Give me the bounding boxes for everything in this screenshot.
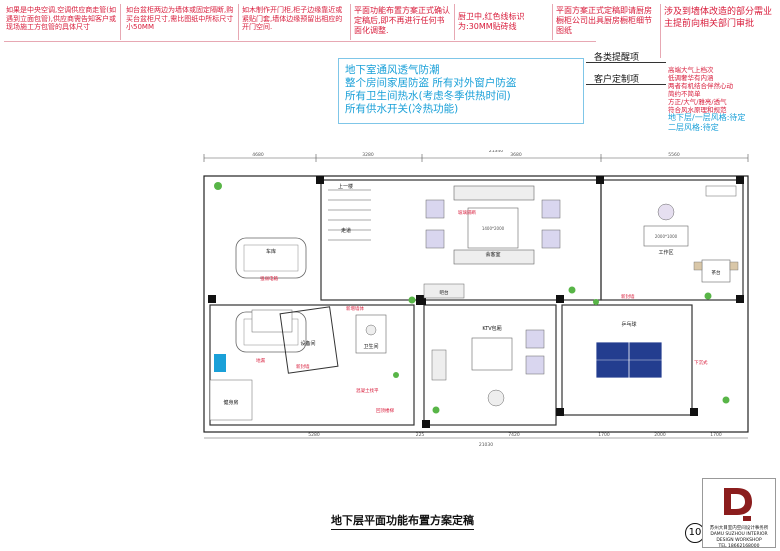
outer-wall <box>203 175 749 433</box>
red-label: 新增墙体 <box>346 305 364 312</box>
logo-tel: TEL 18662168000 <box>718 544 760 549</box>
logo-english: DAMU SUZHOU INTERIOR DESIGN WORKSHOP <box>710 532 768 543</box>
stair-up-label: 上一楼 <box>338 183 353 190</box>
tea-label: 茶台 <box>712 269 721 276</box>
divider <box>350 4 351 40</box>
logo-mark-icon <box>724 488 752 521</box>
dim-bottom-5: 2000 <box>654 432 666 438</box>
note-central-ac: 如果是中央空调,空调供应商走管(如遇到立面包管),供应商需告知客户或现场施工方包… <box>6 6 116 31</box>
red-label: 新封墙 <box>621 293 635 300</box>
divider <box>454 4 455 40</box>
garage-label: 车库 <box>266 248 276 255</box>
dim-bottom-2: 225 <box>416 432 425 438</box>
service-wall <box>209 304 415 426</box>
study-wall <box>600 179 744 301</box>
dim-bottom-1: 5280 <box>308 432 320 438</box>
red-label: 下沉式 <box>694 359 708 366</box>
water-heater <box>214 354 226 372</box>
divider <box>238 4 239 40</box>
requirement-line: 整个房间家居防盗 所有对外窗户防盗 <box>345 77 517 89</box>
custom-item: 方正/大气/雅亮/透气 <box>668 98 727 106</box>
requirement-line: 所有卫生间热水(考虑冬季供热时间) <box>345 90 511 102</box>
dim-top-3: 3680 <box>510 152 522 158</box>
custom-item: 高端大气上档次 <box>668 66 714 74</box>
corridor-label: 走道 <box>341 227 351 234</box>
note-wood-door-cabinet: 如木制作开门柜,柜子边缘靠近或紧贴门套,墙体边缘预留出相应的开门空间. <box>242 6 343 31</box>
dim-bottom-4: 1700 <box>598 432 610 438</box>
red-label: 地漏 <box>256 357 265 364</box>
style-notes: 地下层/一层风格:待定 二层风格:待定 <box>668 113 776 133</box>
equip-room <box>279 306 339 374</box>
ktv-furniture: KTV包厢 <box>431 325 545 407</box>
red-label: 玻璃隔断 <box>458 209 476 216</box>
custom-label: 客户定制项 <box>594 75 640 85</box>
plant-icons <box>214 182 730 414</box>
ktv-wall <box>423 304 557 426</box>
note-wall-approval: 涉及到墙体改造的部分需业主提前向相关部门审批 <box>664 7 773 29</box>
living-sub: 1400*2000 <box>482 226 505 231</box>
pingpong-room: 乒乓球 <box>595 321 663 379</box>
red-label: 回顶楼梯 <box>376 407 394 414</box>
dim-bottom-total: 21030 <box>479 442 493 448</box>
dim-bottom-3: 7420 <box>508 432 520 438</box>
wc-label: 卫生间 <box>363 343 378 350</box>
pingpong-wall <box>561 304 693 416</box>
bar-label: 吧台 <box>440 289 449 296</box>
car-top <box>235 237 307 279</box>
dim-top-4: 5560 <box>668 152 680 158</box>
equip-label: 设备间 <box>300 340 315 347</box>
stair: 上一楼 <box>328 183 371 241</box>
gym-room <box>209 379 253 421</box>
custom-line <box>586 84 666 85</box>
style-line: 二层风格:待定 <box>668 123 719 132</box>
requirements-box: 地下室通风透气防潮 整个房间家居防盗 所有对外窗户防盗 所有卫生间热水(考虑冬季… <box>338 58 584 124</box>
divider <box>552 4 553 40</box>
note-plan-finalized: 平面功能布置方案正式确认定稿后,即不再进行任何书面化调整. <box>354 6 450 35</box>
study-label: 工作区 <box>658 249 673 256</box>
floor-plan: 4680 3280 21340 3680 5560 上一楼 <box>203 150 749 448</box>
custom-item: 符合风水原理和规范 <box>668 106 727 114</box>
study-sub: 2000*1000 <box>655 234 678 239</box>
page-title: 地下层平面功能布置方案定稿 <box>331 512 474 530</box>
dim-bottom-6: 1700 <box>710 432 722 438</box>
reminder-label: 各类提醒项 <box>594 53 640 63</box>
divider <box>660 4 661 58</box>
bar-counter <box>423 283 465 299</box>
logo: 苏州大目室内空间设计事务所 DAMU SUZHOU INTERIOR DESIG… <box>702 478 776 549</box>
custom-item: 两者有机结合伴然心动 <box>668 82 733 90</box>
note-tile-line: 厨卫中,红色线标识为:30MM贴砖线 <box>458 12 525 31</box>
pingpong-label: 乒乓球 <box>621 321 636 328</box>
divider <box>120 4 121 40</box>
living-furniture: 会客室 1400*2000 <box>425 185 561 265</box>
red-label: 强弱电箱 <box>260 275 278 282</box>
logo-name: 苏州大目室内空间设计事务所 <box>709 526 769 531</box>
red-label: 新封墙 <box>296 363 310 370</box>
gym-label: 健身房 <box>223 399 238 406</box>
dim-top-total: 21340 <box>489 150 503 154</box>
living-label: 会客室 <box>485 251 500 258</box>
reminder-line <box>586 62 666 63</box>
note-basin-cabinet: 如台盆柜两边为墙体或固定隔断,购买台盆柜尺寸,需比图纸中所标尺寸小50MM <box>126 6 234 31</box>
note-strip-bottom <box>4 41 596 42</box>
requirement-line: 所有供水开关(冷热功能) <box>345 103 459 115</box>
custom-item: 简约不简单 <box>668 90 701 98</box>
custom-items-list: 高端大气上档次 低调奢华有内涵 两者有机结合伴然心动 简约不简单 方正/大气/雅… <box>668 66 776 114</box>
red-label: 混凝土找平 <box>356 387 379 394</box>
note-kitchen-cabinet: 平面方案正式定稿即请厨房橱柜公司出具厨房橱柜细节图纸 <box>556 6 652 35</box>
custom-item: 低调奢华有内涵 <box>668 74 714 82</box>
dim-top-1: 4680 <box>252 152 264 158</box>
study-furniture: 工作区 2000*1000 茶台 <box>643 185 739 283</box>
ktv-label: KTV包厢 <box>482 325 501 332</box>
style-line: 地下层/一层风格:待定 <box>668 113 746 122</box>
requirement-line: 地下室通风透气防潮 <box>345 64 440 76</box>
dim-top-2: 3280 <box>362 152 374 158</box>
